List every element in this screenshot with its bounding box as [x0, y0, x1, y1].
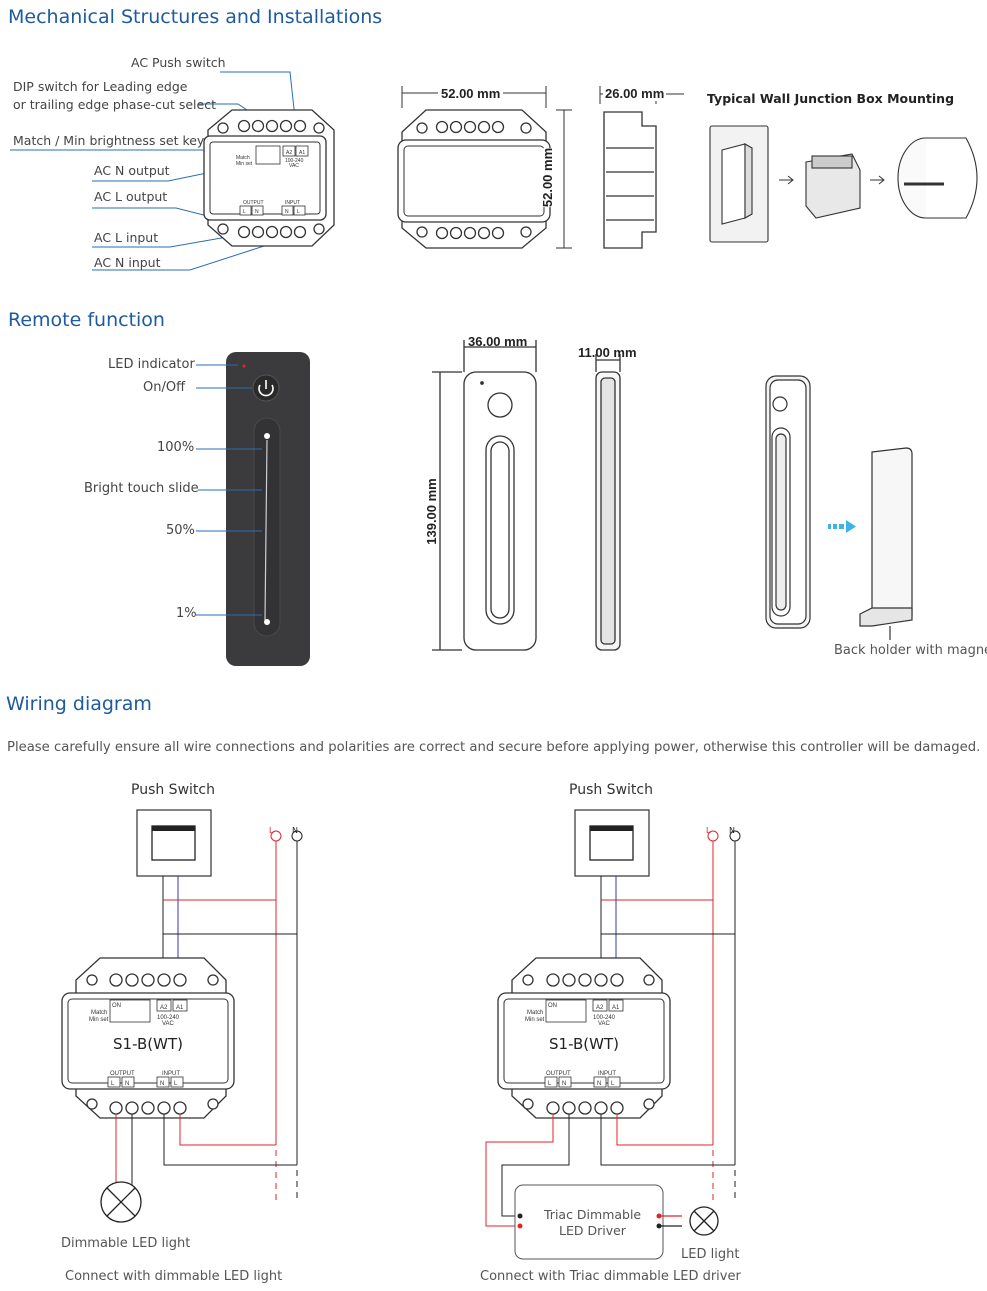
section-title-remote: Remote function: [8, 309, 165, 331]
callout-100-percent: 100%: [157, 440, 195, 455]
left-a1: A1: [176, 1005, 184, 1011]
left-push-switch-label: Push Switch: [131, 782, 215, 798]
dimmable-led-label: Dimmable LED light: [61, 1236, 191, 1251]
dim-width-52: 52.00 mm: [438, 86, 504, 101]
right-out-n: N: [562, 1081, 566, 1087]
device-vac-label: VAC: [289, 163, 299, 169]
device-a1-label: A1: [299, 150, 305, 156]
right-minset: Min set: [525, 1017, 545, 1023]
callout-dip-switch-line1: DIP switch for Leading edge: [13, 79, 188, 94]
callout-on-off: On/Off: [143, 380, 186, 395]
device-output-label: OUTPUT: [243, 200, 264, 206]
callout-led-indicator: LED indicator: [108, 357, 195, 372]
callout-1-percent: 1%: [176, 606, 197, 621]
device-front-view: [203, 109, 335, 247]
right-vac: VAC: [598, 1021, 611, 1027]
left-minset: Min set: [89, 1017, 109, 1023]
right-input: INPUT: [598, 1071, 616, 1077]
right-model-label: S1-B(WT): [549, 1035, 619, 1053]
mounting-title: Typical Wall Junction Box Mounting: [707, 91, 955, 106]
driver-label-line1: Triac Dimmable: [544, 1207, 642, 1222]
device-voltage-label: 100-240: [285, 158, 304, 164]
right-in-l: L: [611, 1081, 615, 1087]
remote-outline-front: [432, 340, 537, 651]
left-on: ON: [112, 1003, 121, 1009]
callout-bright-touch-slide: Bright touch slide: [84, 481, 199, 496]
remote-holder-illustration: [765, 375, 913, 640]
device-match-label: Match: [236, 155, 250, 161]
left-wiring: A2 A1 100-240 VAC ON Match Min set OUTPU…: [61, 809, 303, 1223]
device-input-label: INPUT: [285, 200, 300, 206]
callout-ac-l-input: AC L input: [94, 230, 159, 245]
left-out-n: N: [125, 1081, 129, 1087]
callout-ac-n-input: AC N input: [94, 255, 161, 270]
led-light-label: LED light: [681, 1247, 740, 1262]
driver-label-line2: LED Driver: [559, 1223, 626, 1238]
left-in-l: L: [174, 1081, 178, 1087]
left-out-l: L: [111, 1081, 115, 1087]
callout-ac-n-output: AC N output: [94, 163, 170, 178]
wiring-warning: Please carefully ensure all wire connect…: [7, 740, 981, 755]
left-input: INPUT: [162, 1071, 180, 1077]
device-in-n: N: [285, 209, 289, 215]
right-on: ON: [548, 1003, 557, 1009]
left-match: Match: [91, 1010, 107, 1016]
back-holder-label: Back holder with magnet: [834, 643, 987, 658]
dim-remote-depth: 11.00 mm: [578, 345, 637, 360]
right-a1: A1: [612, 1005, 620, 1011]
right-out-l: L: [548, 1081, 552, 1087]
right-wiring: A2 A1 100-240 VAC ON Match Min set OUTPU…: [485, 809, 741, 1260]
right-match: Match: [527, 1010, 543, 1016]
device-in-l: L: [297, 209, 300, 215]
wall-mount-illustration: [709, 125, 978, 243]
remote-front-view: [226, 352, 310, 666]
left-l-label: L: [269, 826, 274, 835]
callout-dip-switch-line2: or trailing edge phase-cut select: [13, 97, 216, 112]
left-caption: Connect with dimmable LED light: [65, 1269, 283, 1284]
right-l-label: L: [706, 826, 711, 835]
left-voltage: 100-240: [157, 1015, 180, 1021]
right-voltage: 100-240: [593, 1015, 616, 1021]
right-a2: A2: [596, 1005, 604, 1011]
dim-remote-width: 36.00 mm: [468, 334, 528, 349]
device-minset-label: Min set: [236, 161, 253, 167]
right-push-switch-label: Push Switch: [569, 782, 653, 798]
callout-ac-l-output: AC L output: [94, 189, 168, 204]
remote-drawings: [196, 340, 913, 666]
right-n-label: N: [729, 826, 735, 835]
device-a2-label: A2: [286, 150, 292, 156]
device-side-view: [603, 111, 657, 249]
callout-50-percent: 50%: [166, 523, 195, 538]
section-title-wiring: Wiring diagram: [6, 693, 152, 715]
device-out-l: L: [243, 209, 246, 215]
left-a2: A2: [160, 1005, 168, 1011]
callout-ac-push-switch: AC Push switch: [131, 55, 226, 70]
left-output: OUTPUT: [110, 1071, 135, 1077]
left-in-n: N: [160, 1081, 164, 1087]
device-top-view: [397, 109, 551, 249]
mechanical-drawings: Match Min set A2 A1 100-240 VAC OUTPUT I…: [10, 71, 978, 271]
right-output: OUTPUT: [546, 1071, 571, 1077]
left-n-label: N: [292, 826, 298, 835]
right-caption: Connect with Triac dimmable LED driver: [480, 1269, 741, 1284]
section-title-mechanical: Mechanical Structures and Installations: [8, 6, 383, 28]
callout-match-key: Match / Min brightness set key: [13, 133, 205, 148]
device-out-n: N: [255, 209, 259, 215]
dim-depth-26: 26.00 mm: [603, 86, 667, 101]
right-in-n: N: [597, 1081, 601, 1087]
left-vac: VAC: [162, 1021, 175, 1027]
left-model-label: S1-B(WT): [113, 1035, 183, 1053]
remote-side-view: [595, 354, 621, 651]
